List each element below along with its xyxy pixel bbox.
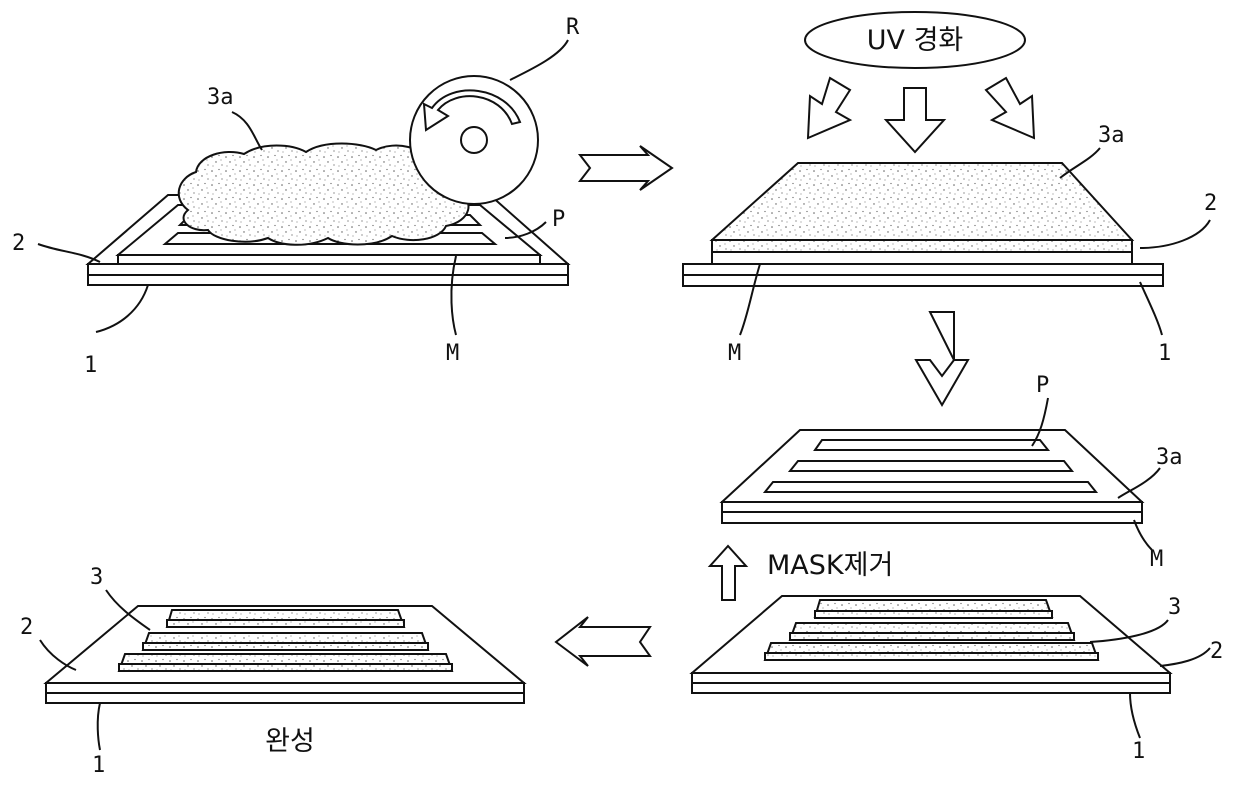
step3-assembly <box>722 398 1160 550</box>
label-1: 1 <box>84 353 97 378</box>
substrate-step3 <box>722 512 1142 523</box>
pattern-3-bar-side <box>119 664 452 671</box>
substrate-1-step4 <box>692 683 1170 693</box>
pattern-P-slot <box>765 482 1096 492</box>
pattern-P-slot <box>815 440 1048 450</box>
arrow-up <box>710 546 746 600</box>
roller-axle <box>461 127 487 153</box>
label-2: 2 <box>1210 639 1223 664</box>
label-1: 1 <box>92 753 105 778</box>
uv-arrow-icon <box>886 88 944 152</box>
substrate-1-step1 <box>88 275 568 285</box>
layer-2-step2 <box>683 264 1163 275</box>
label-P: P <box>1036 373 1049 398</box>
substrate-1-step5 <box>46 693 524 703</box>
resin-layer-3a <box>712 163 1132 240</box>
arrow-right-1 <box>580 146 672 190</box>
label-P: P <box>552 207 565 232</box>
pattern-3-bar-side <box>815 611 1052 618</box>
resin-layer-3a-side <box>712 240 1132 252</box>
uv-arrow-icon <box>808 78 850 138</box>
label-3: 3 <box>1168 595 1181 620</box>
step2-assembly <box>683 12 1210 335</box>
layer-2-step4 <box>692 673 1170 683</box>
label-M: M <box>1150 547 1163 572</box>
arrow-down <box>916 312 968 405</box>
pattern-P-slot <box>790 461 1072 471</box>
label-R: R <box>566 15 580 40</box>
mask-remove-label: MASK제거 <box>767 550 893 581</box>
label-2: 2 <box>12 231 25 256</box>
label-3a: 3a <box>1098 123 1125 148</box>
uv-cure-label: UV 경화 <box>867 25 964 56</box>
label-2: 2 <box>20 615 33 640</box>
label-1: 1 <box>1158 341 1171 366</box>
pattern-3-bar-side <box>765 653 1098 660</box>
layer-2-step5 <box>46 683 524 693</box>
label-1: 1 <box>1132 739 1145 764</box>
step1-assembly <box>38 40 568 335</box>
mask-step3 <box>722 502 1142 512</box>
pattern-3-bar-side <box>143 643 428 650</box>
label-2: 2 <box>1204 191 1217 216</box>
label-3a: 3a <box>207 85 234 110</box>
uv-arrow-icon <box>986 78 1034 138</box>
label-3a: 3a <box>1156 445 1183 470</box>
layer-2-step1 <box>88 264 568 275</box>
label-M: M <box>446 341 459 366</box>
label-M: M <box>728 341 741 366</box>
arrow-left <box>556 617 650 666</box>
step4-assembly <box>692 596 1210 738</box>
mask-step2 <box>712 252 1132 264</box>
pattern-3-bar-side <box>790 633 1074 640</box>
pattern-3-bar-side <box>167 620 404 627</box>
complete-label: 완성 <box>265 726 315 757</box>
label-3: 3 <box>90 565 103 590</box>
